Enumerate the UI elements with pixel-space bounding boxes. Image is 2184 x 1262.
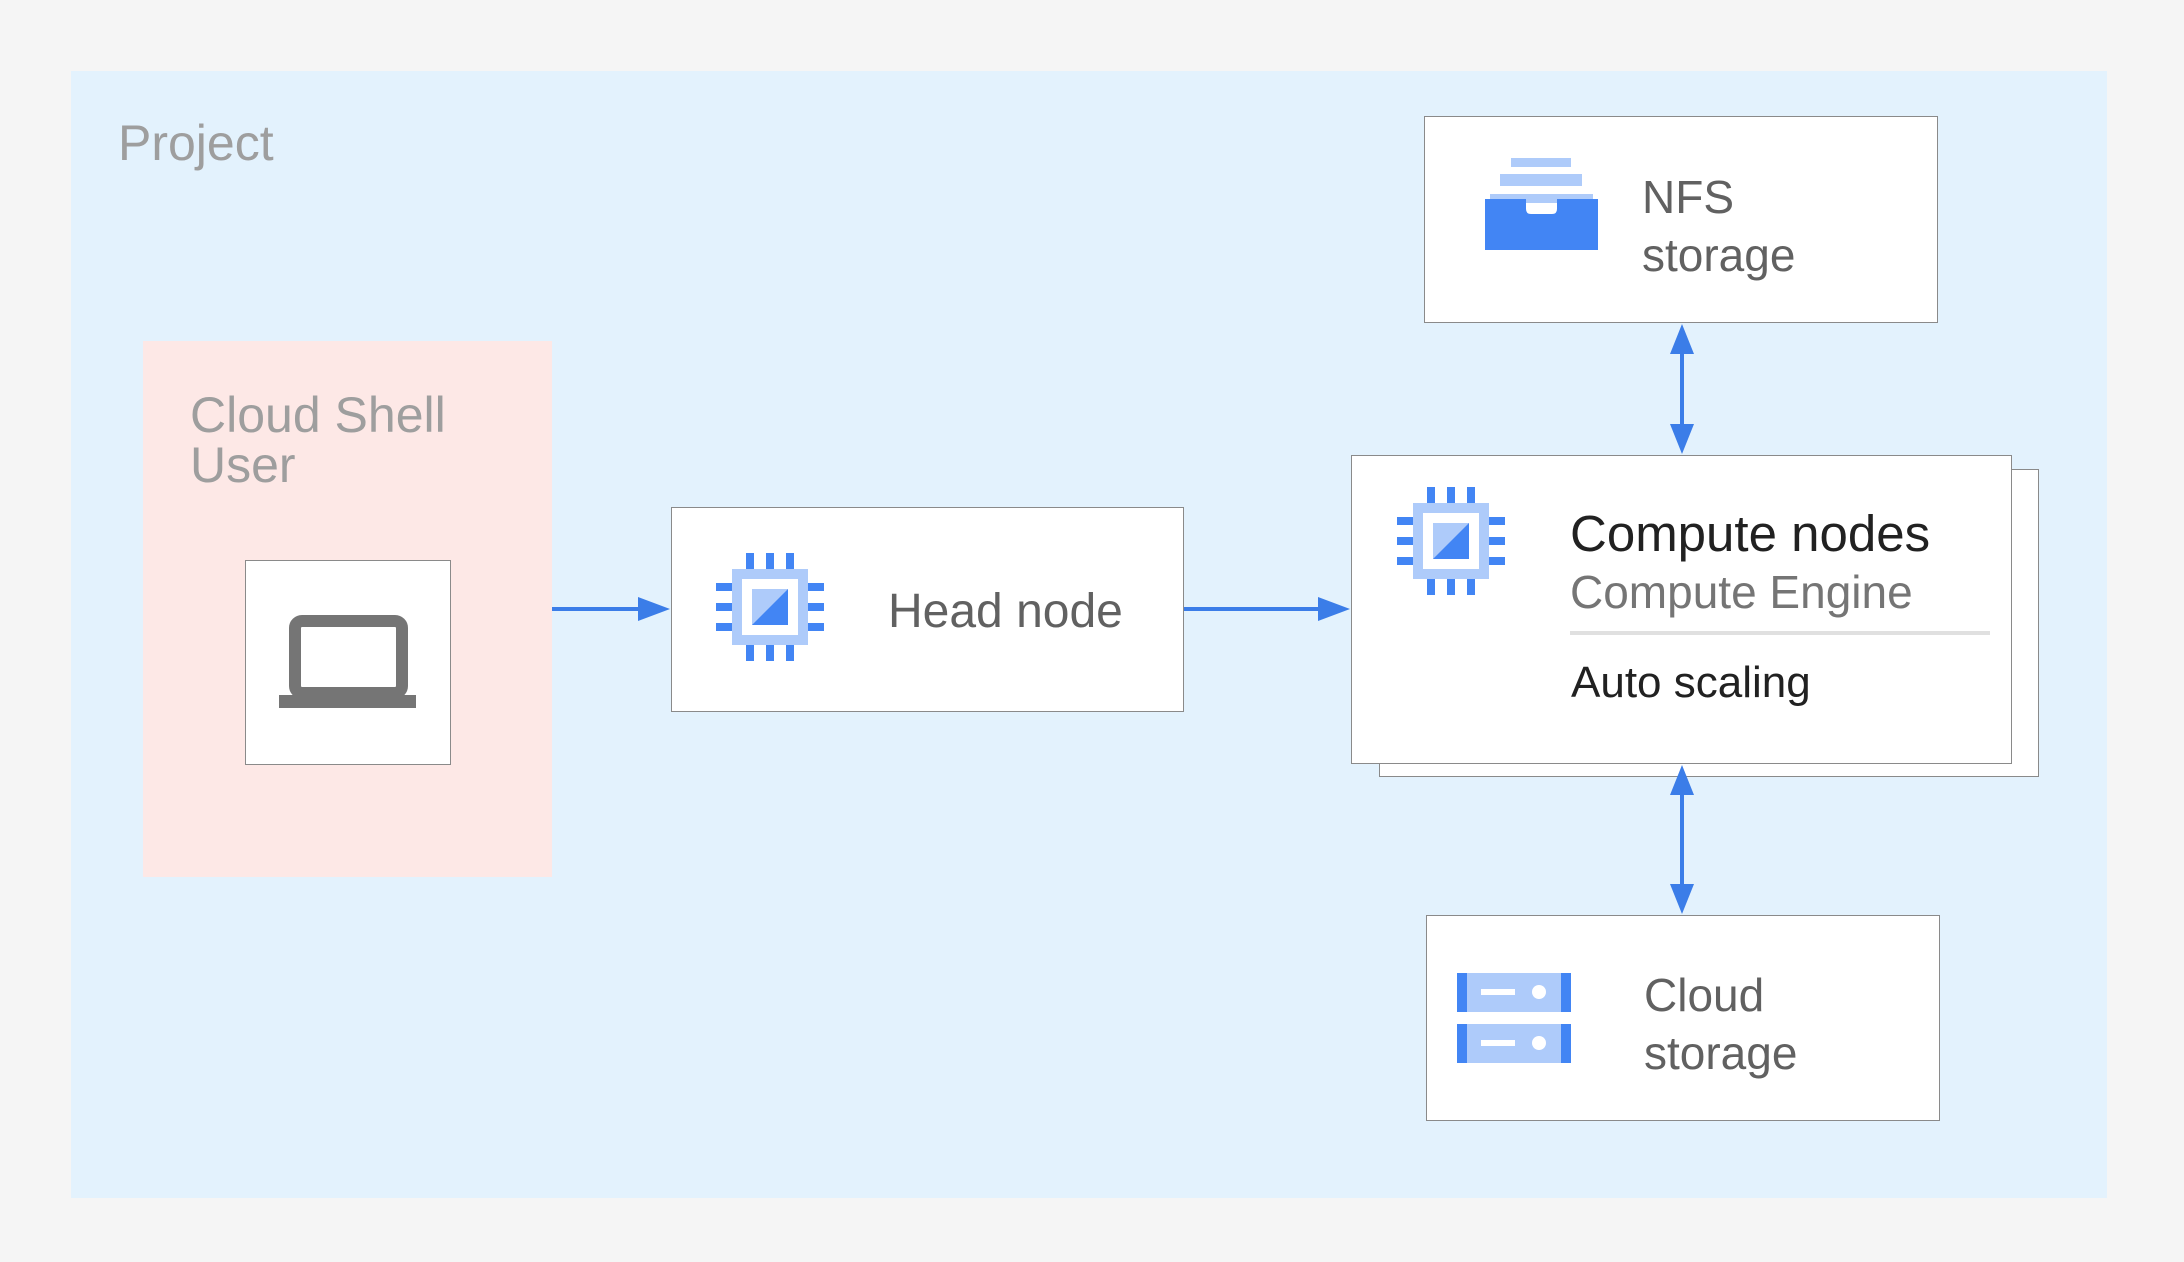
arrow-head-to-compute	[1184, 597, 1350, 621]
head-node-label: Head node	[888, 585, 1123, 638]
user-zone-label-line2: User	[190, 437, 296, 493]
chip-icon	[1397, 487, 1505, 595]
arrow-compute-cloud-storage	[1670, 765, 1694, 914]
laptop-node[interactable]	[245, 560, 451, 765]
nfs-storage-label-line2: storage	[1642, 229, 1796, 281]
arrow-nfs-compute	[1670, 324, 1694, 454]
cloud-storage-label-line1: Cloud	[1644, 969, 1765, 1021]
compute-nodes-subtitle: Compute Engine	[1570, 566, 1913, 618]
cloud-storage-label-line2: storage	[1644, 1027, 1798, 1079]
chip-icon	[716, 553, 824, 661]
nfs-storage-label-line1: NFS	[1642, 171, 1734, 223]
file-storage-icon	[1485, 158, 1598, 250]
laptop-icon	[279, 615, 416, 708]
cloud-storage-label: Cloud storage	[1644, 966, 1797, 1082]
nfs-storage-label: NFS storage	[1642, 168, 1795, 284]
cloud-storage-node[interactable]	[1426, 915, 1940, 1121]
user-zone-label: Cloud Shell User	[190, 390, 446, 490]
arrow-user-to-head-node	[552, 597, 670, 621]
compute-nodes-title: Compute nodes	[1570, 505, 1931, 562]
compute-nodes-divider	[1570, 631, 1990, 635]
user-zone-label-line1: Cloud Shell	[190, 387, 446, 443]
project-label: Project	[118, 115, 274, 171]
compute-nodes-feature: Auto scaling	[1571, 658, 1811, 707]
storage-icon	[1457, 973, 1571, 1063]
